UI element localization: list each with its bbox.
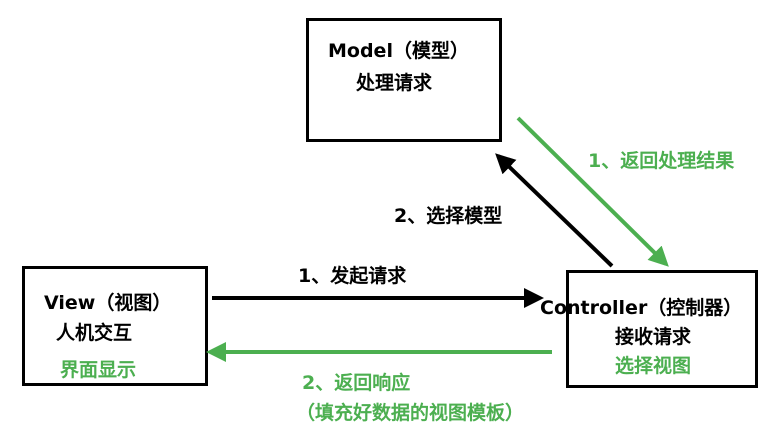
view-box: [22, 266, 208, 386]
model-box: [306, 18, 502, 142]
view-title: View（视图）: [44, 292, 172, 314]
controller-title: Controller（控制器）: [540, 297, 743, 319]
label-controller-to-view-line2: （填充好数据的视图模板）: [296, 402, 525, 424]
view-line2: 人机交互: [56, 322, 133, 344]
label-model-to-controller: 1、返回处理结果: [588, 150, 735, 172]
label-controller-to-view-line1: 2、返回响应: [302, 372, 411, 394]
model-title: Model（模型）: [328, 40, 469, 62]
model-line2: 处理请求: [356, 72, 433, 94]
controller-line2: 接收请求: [615, 326, 692, 348]
view-line3: 界面显示: [60, 359, 137, 381]
label-controller-to-model: 2、选择模型: [394, 205, 503, 227]
controller-box: [566, 270, 758, 388]
arrow-controller-to-model: [495, 153, 614, 268]
controller-line3: 选择视图: [615, 355, 692, 377]
arrow-model-to-controller: [516, 116, 669, 267]
label-view-to-controller: 1、发起请求: [298, 265, 407, 287]
